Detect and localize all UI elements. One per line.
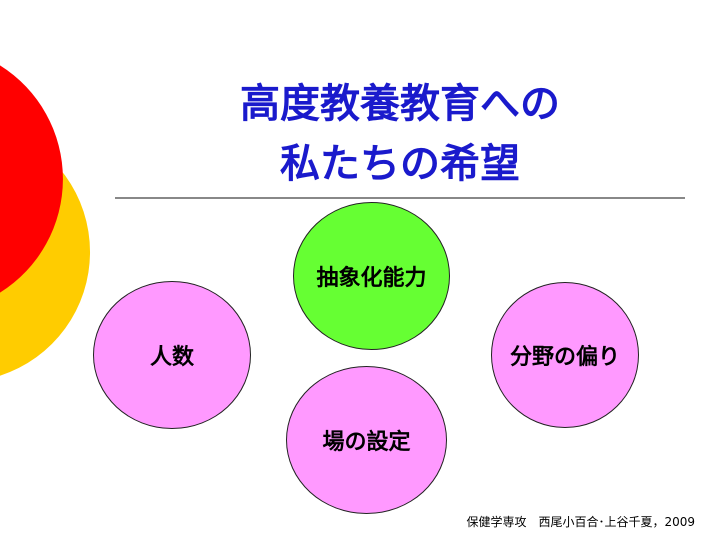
credit-text: 保健学専攻 西尾小百合･上谷千夏，2009 bbox=[466, 515, 695, 529]
title-divider bbox=[115, 197, 685, 199]
decorative-circles bbox=[0, 65, 91, 376]
bubble-setting: 場の設定 bbox=[286, 366, 447, 514]
decorative-red-circle bbox=[0, 65, 63, 293]
bubble-abstraction: 抽象化能力 bbox=[293, 202, 450, 350]
slide-title-line2: 私たちの希望 bbox=[280, 141, 520, 187]
bubble-field-bias: 分野の偏り bbox=[491, 282, 639, 428]
bubble-headcount: 人数 bbox=[93, 281, 251, 429]
slide-title-line1: 高度教養教育への bbox=[240, 81, 560, 127]
